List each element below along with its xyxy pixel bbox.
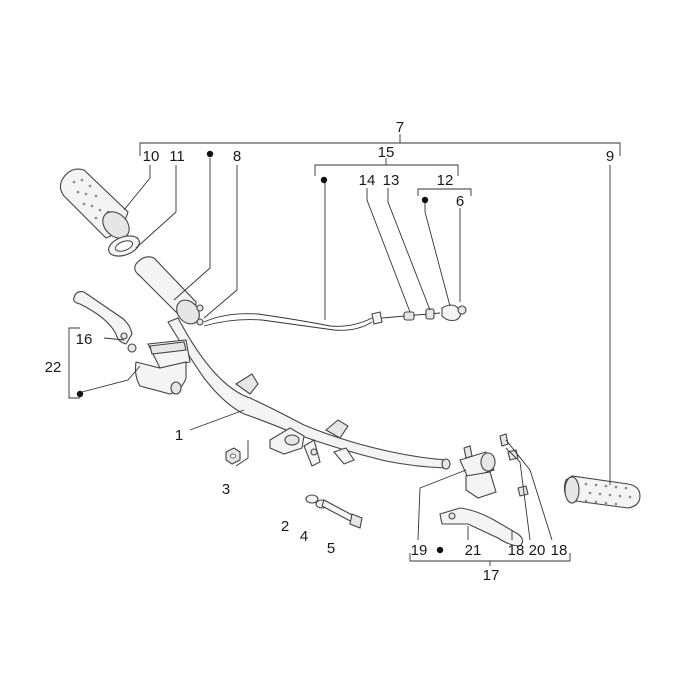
throttle-tube: [134, 256, 204, 326]
label-6: 6: [456, 193, 464, 210]
label-16: 16: [76, 331, 93, 348]
label-11: 11: [169, 148, 185, 165]
centre-clamp: [225, 427, 363, 529]
label-2: 2: [281, 518, 289, 535]
leader-lines: [81, 158, 611, 541]
master-cylinder: [127, 339, 191, 395]
label-12: 12: [437, 172, 454, 189]
dot-8: [206, 150, 214, 158]
dot-15: [320, 176, 328, 184]
bracket-12: [417, 188, 472, 196]
label-18-right: 18: [551, 542, 568, 559]
right-lever-assembly: [439, 433, 529, 547]
label-17: 17: [483, 567, 500, 584]
label-10: 10: [143, 148, 160, 165]
dot-6: [421, 196, 429, 204]
label-3: 3: [222, 481, 230, 498]
bracket-15: [314, 164, 459, 176]
label-20: 20: [529, 542, 546, 559]
marker-dots: [76, 150, 444, 554]
dot-22: [76, 390, 84, 398]
label-19: 19: [411, 542, 428, 559]
label-7: 7: [396, 119, 404, 136]
label-15: 15: [378, 144, 395, 161]
label-9: 9: [606, 148, 614, 165]
label-5: 5: [327, 540, 335, 557]
dot-19: [436, 546, 444, 554]
left-grip: [59, 168, 130, 239]
label-13: 13: [383, 172, 400, 189]
label-21: 21: [465, 542, 482, 559]
handlebar-tube: [167, 317, 451, 470]
part-labels: 7 10 11 8 15 9 14 13 12 6 16 22 1 3 2 4 …: [45, 119, 615, 584]
label-14: 14: [359, 172, 376, 189]
label-8: 8: [233, 148, 241, 165]
label-1: 1: [175, 427, 183, 444]
bracket-22: [68, 327, 80, 399]
throttle-cable: [203, 304, 467, 331]
grip-washer: [108, 235, 140, 257]
label-18-left: 18: [508, 542, 525, 559]
label-22: 22: [45, 359, 62, 376]
bracket-17: [409, 553, 571, 562]
left-brake-lever: [73, 291, 133, 345]
group-brackets: [68, 134, 621, 566]
label-4: 4: [300, 528, 308, 545]
right-grip: [563, 475, 641, 509]
bracket-7: [139, 142, 621, 156]
